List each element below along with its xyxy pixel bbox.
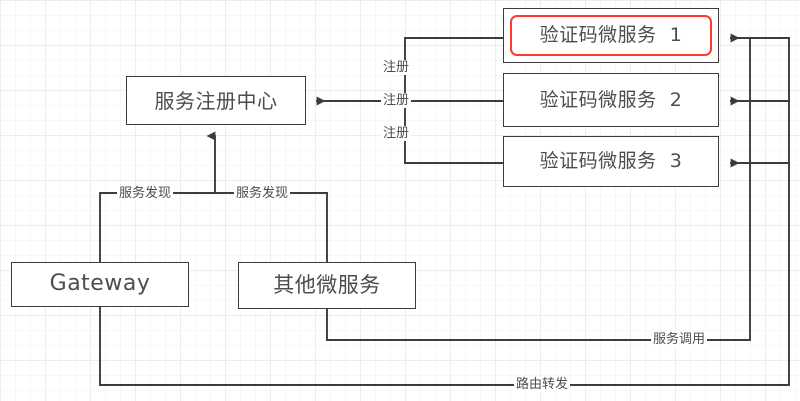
edge-service-call-path: [326, 37, 751, 341]
node-service-registry[interactable]: 服务注册中心: [126, 76, 306, 125]
edge-route-forward-path: [99, 37, 790, 386]
node-gateway[interactable]: Gateway: [11, 262, 189, 307]
node-captcha-service-3-label: 验证码微服务 3: [539, 150, 683, 173]
node-other-microservice[interactable]: 其他微服务: [238, 262, 416, 309]
node-captcha-service-1[interactable]: 验证码微服务 1: [503, 8, 719, 63]
node-captcha-service-2[interactable]: 验证码微服务 2: [503, 73, 719, 127]
edge-discover-gateway-path: [99, 192, 216, 263]
node-captcha-service-3[interactable]: 验证码微服务 3: [503, 136, 719, 187]
node-gateway-label: Gateway: [49, 271, 151, 297]
edge-label-discover-gateway: 服务发现: [117, 186, 174, 201]
edge-label-register-2: 注册: [381, 93, 412, 108]
edge-register-1-path: [404, 37, 504, 102]
node-other-microservice-label: 其他微服务: [273, 272, 381, 297]
edge-label-register-1: 注册: [381, 60, 412, 75]
edge-label-route-forward: 路由转发: [514, 377, 571, 392]
node-service-registry-label: 服务注册中心: [154, 88, 278, 113]
edge-register-3-path: [404, 100, 504, 164]
node-captcha-service-1-label: 验证码微服务 1: [539, 24, 683, 47]
edge-discover-other-path: [214, 192, 328, 263]
edge-label-register-3: 注册: [381, 126, 412, 141]
edge-label-service-call: 服务调用: [651, 332, 708, 347]
node-captcha-service-2-label: 验证码微服务 2: [539, 88, 683, 111]
edge-label-discover-other: 服务发现: [234, 186, 291, 201]
